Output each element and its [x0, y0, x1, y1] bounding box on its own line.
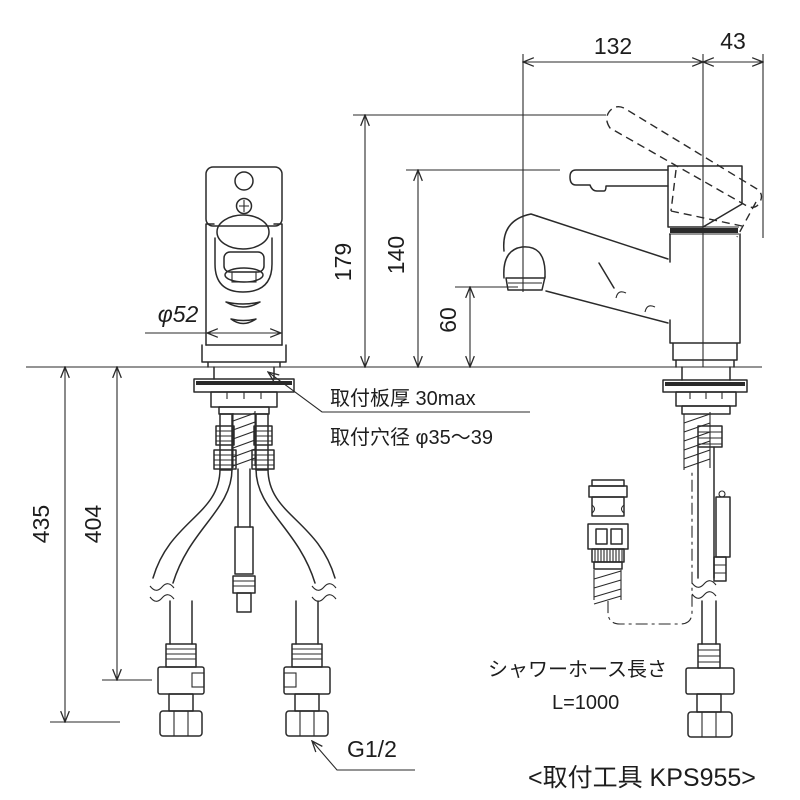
- dim-404-label: 404: [80, 505, 106, 544]
- right-supply-hose: [267, 468, 336, 579]
- front-view: [201, 166, 287, 368]
- hose-connector-detail: [587, 479, 629, 605]
- dim-dia52-label: φ52: [158, 301, 199, 327]
- side-view: [503, 105, 763, 368]
- dim-132-label: 132: [594, 33, 632, 59]
- front-handle-base: [216, 214, 270, 250]
- dimension-lines: [26, 54, 763, 771]
- dim-43-label: 43: [720, 28, 746, 54]
- front-spray-head: [223, 251, 265, 273]
- note-hole-diameter: 取付穴径 φ35〜39: [330, 426, 493, 449]
- side-body: [669, 233, 741, 368]
- side-head: [667, 165, 743, 228]
- shower-hose-route: [607, 470, 693, 625]
- left-hex-nut: [159, 710, 203, 737]
- side-thread: [683, 413, 711, 469]
- side-hex-nut: [687, 711, 733, 738]
- thread-note-leader: [312, 741, 415, 771]
- front-body: [205, 223, 283, 346]
- front-lever: [205, 166, 283, 227]
- labels: 132 43 179 140 60 435 404 φ52 取付板厚 30max…: [28, 28, 756, 792]
- front-pullout-hose: [237, 468, 251, 528]
- front-screw: [235, 197, 253, 215]
- plate-note-leader: [268, 372, 530, 413]
- front-under-counter: [149, 366, 337, 737]
- front-lever-hole: [234, 171, 254, 191]
- left-supply-hose: [152, 468, 221, 579]
- side-lever: [569, 169, 669, 192]
- front-thread: [232, 412, 256, 467]
- dim-179-label: 179: [330, 243, 356, 281]
- side-under-counter: [607, 366, 748, 738]
- note-plate-thickness: 取付板厚 30max: [330, 387, 476, 410]
- right-hex-nut: [285, 710, 329, 737]
- dim-140-label: 140: [383, 236, 409, 274]
- side-hose: [697, 446, 715, 579]
- note-tool: <取付工具 KPS955>: [528, 764, 756, 792]
- side-spout: [536, 215, 669, 324]
- side-spray-head: [503, 213, 538, 252]
- note-hose-length: L=1000: [552, 692, 619, 714]
- dim-60-label: 60: [435, 307, 461, 333]
- note-shower-hose: シャワーホース長さ: [488, 659, 667, 681]
- dim-435-label: 435: [28, 505, 54, 543]
- side-lever-raised-dashed: [606, 105, 763, 209]
- note-thread-size: G1/2: [347, 736, 397, 762]
